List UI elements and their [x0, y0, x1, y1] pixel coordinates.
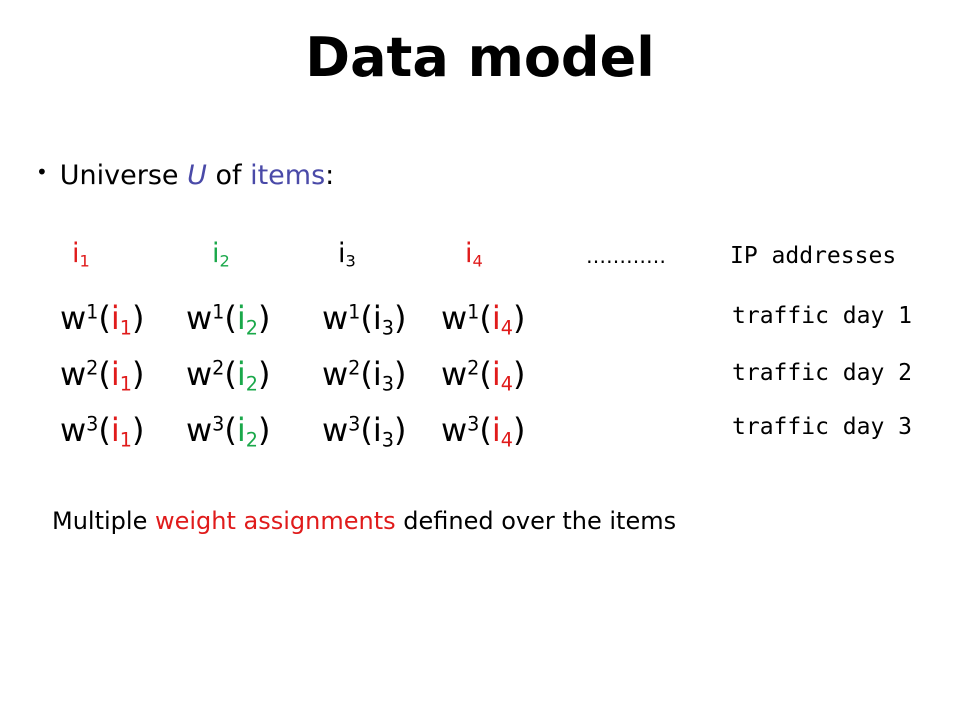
- row-label-traffic-day-2: traffic day 2: [732, 360, 913, 386]
- item-i2: i2: [212, 238, 230, 271]
- summary-prefix: Multiple: [52, 507, 155, 535]
- items-keyword: items: [250, 160, 326, 191]
- bullet-dot-icon: •: [36, 160, 48, 184]
- weight-w2-i1: w2(i1): [60, 355, 145, 396]
- weight-w3-i3: w3(i3): [322, 411, 407, 452]
- weight-w1-i3: w1(i3): [322, 299, 407, 340]
- summary-text: Multiple weight assignments defined over…: [52, 507, 676, 535]
- item-i4: i4: [465, 238, 483, 271]
- weight-w1-i2: w1(i2): [186, 299, 271, 340]
- slide-title: Data model: [305, 26, 655, 89]
- weight-w2-i4: w2(i4): [441, 355, 526, 396]
- bullet-prefix: Universe: [59, 160, 188, 191]
- item-i3: i3: [338, 238, 356, 271]
- bullet-middle: of: [206, 160, 251, 191]
- weight-w1-i4: w1(i4): [441, 299, 526, 340]
- weight-w3-i1: w3(i1): [60, 411, 145, 452]
- summary-emphasis: weight assignments: [154, 507, 396, 535]
- weight-w1-i1: w1(i1): [60, 299, 145, 340]
- bullet-suffix: :: [325, 160, 335, 191]
- weight-w3-i4: w3(i4): [441, 411, 526, 452]
- row-label-ip-addresses: IP addresses: [730, 243, 897, 269]
- row-label-traffic-day-3: traffic day 3: [732, 414, 913, 440]
- weight-w2-i2: w2(i2): [186, 355, 271, 396]
- summary-suffix: defined over the items: [395, 507, 677, 535]
- row-label-traffic-day-1: traffic day 1: [732, 303, 913, 329]
- weight-w2-i3: w2(i3): [322, 355, 407, 396]
- universe-symbol: U: [187, 160, 207, 191]
- more-items-ellipsis: …………: [586, 244, 666, 268]
- weight-w3-i2: w3(i2): [186, 411, 271, 452]
- bullet-universe: • Universe U of items:: [36, 160, 334, 192]
- item-i1: i1: [72, 238, 90, 271]
